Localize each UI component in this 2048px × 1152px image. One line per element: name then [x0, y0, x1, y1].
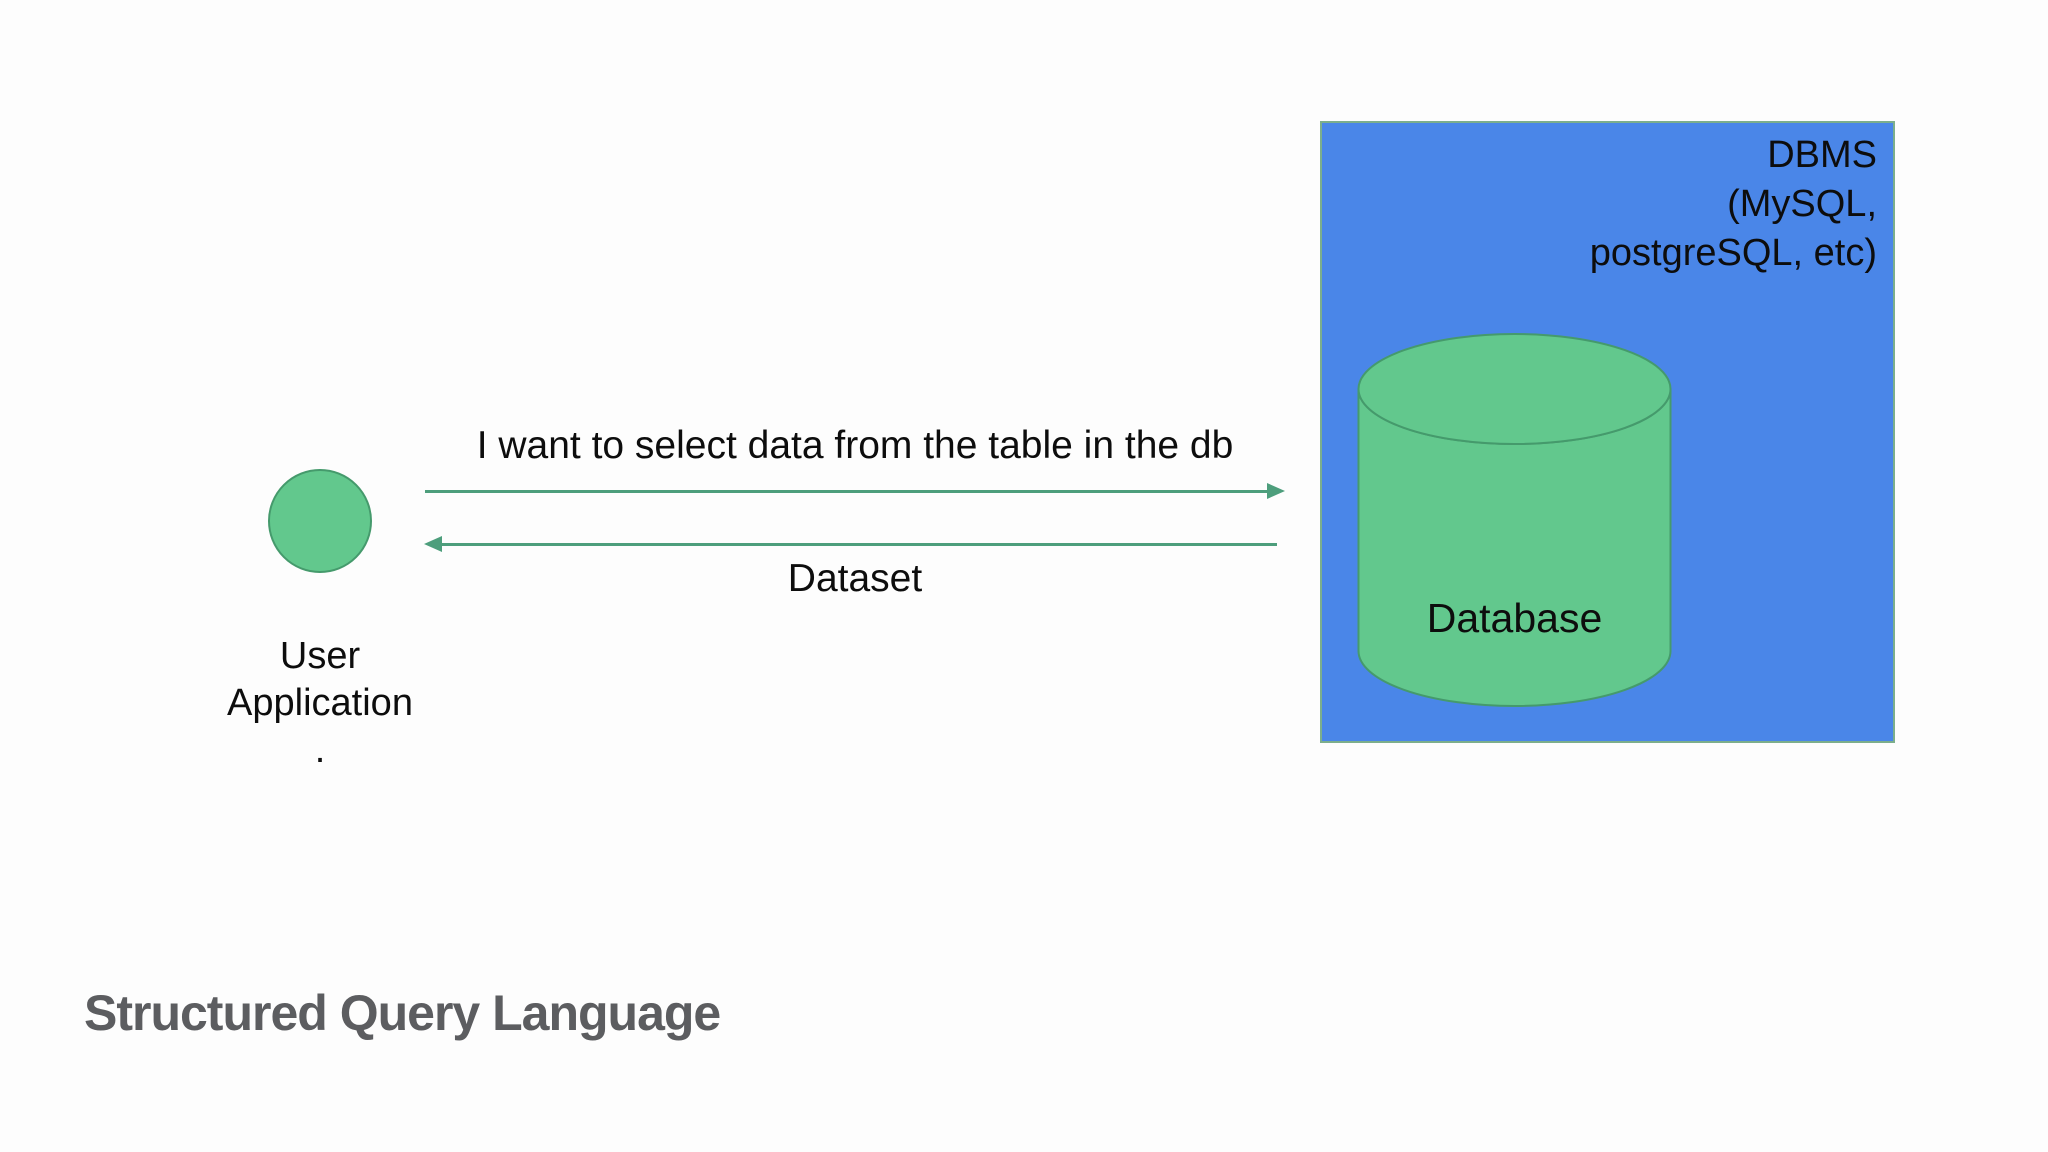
user-application-circle — [268, 469, 372, 573]
request-arrow-line — [425, 490, 1269, 493]
response-arrow-line — [441, 543, 1277, 546]
database-cylinder-icon — [1357, 333, 1672, 707]
arrowhead-right-icon — [1267, 483, 1285, 499]
user-application-label-line1: User — [279, 635, 361, 677]
response-arrow-label: Dataset — [787, 557, 923, 600]
database-cylinder: Database — [1357, 333, 1672, 707]
user-application-label-line3: . — [314, 729, 326, 771]
user-application-label-line2: Application — [227, 682, 413, 724]
dbms-label: DBMS (MySQL, postgreSQL, etc) — [1322, 131, 1877, 278]
slide-title: Structured Query Language — [84, 985, 721, 1041]
user-application-label: User Application . — [120, 633, 520, 774]
dbms-label-line2: (MySQL, — [1727, 183, 1877, 225]
arrowhead-left-icon — [424, 536, 442, 552]
request-arrow-label: I want to select data from the table in … — [476, 424, 1234, 467]
dbms-label-line3: postgreSQL, etc) — [1589, 232, 1877, 274]
database-label: Database — [1426, 595, 1603, 641]
dbms-box: DBMS (MySQL, postgreSQL, etc) Database — [1320, 121, 1895, 743]
dbms-label-line1: DBMS — [1767, 134, 1877, 176]
